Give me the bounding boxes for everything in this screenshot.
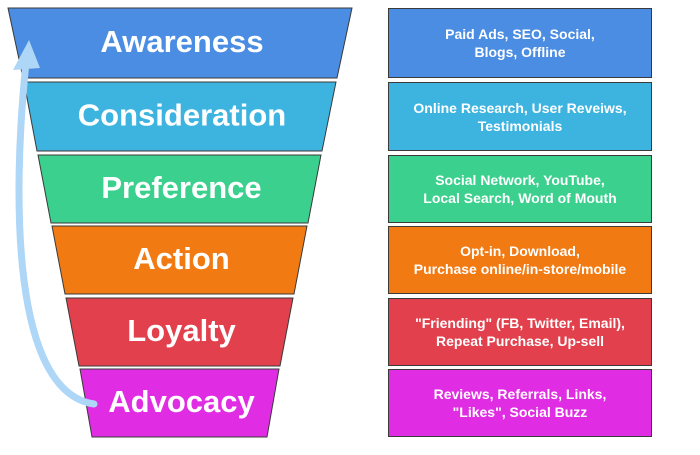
description-line: Reviews, Referrals, Links, bbox=[433, 386, 607, 402]
description-line: Local Search, Word of Mouth bbox=[423, 190, 617, 206]
description-line: "Likes", Social Buzz bbox=[452, 404, 588, 420]
arrowhead-icon bbox=[13, 40, 40, 70]
description-line: Blogs, Offline bbox=[474, 44, 566, 60]
description-box-preference: Social Network, YouTube, Local Search, Wo… bbox=[388, 155, 652, 223]
description-line: Paid Ads, SEO, Social, bbox=[445, 26, 595, 42]
description-line: Opt-in, Download, bbox=[460, 243, 580, 259]
description-box-advocacy: Reviews, Referrals, Links, "Likes", Socia… bbox=[388, 369, 652, 437]
description-box-action: Opt-in, Download, Purchase online/in-stor… bbox=[388, 226, 652, 294]
funnel-diagram: AwarenessConsiderationPreferenceActionLo… bbox=[7, 7, 353, 438]
funnel-stage-label-action: Action bbox=[133, 241, 229, 276]
description-line: Testimonials bbox=[477, 117, 563, 134]
description-line: Social Network, YouTube, bbox=[435, 172, 605, 188]
funnel-stage-consideration bbox=[23, 81, 337, 152]
description-line: Online Research, User Reveiws, bbox=[413, 99, 627, 116]
funnel-stage-awareness bbox=[7, 7, 353, 79]
description-box-awareness: Paid Ads, SEO, Social, Blogs, Offline bbox=[388, 8, 652, 78]
funnel-stage-label-loyalty: Loyalty bbox=[127, 313, 236, 348]
advocacy-to-awareness-arrow bbox=[15, 58, 98, 408]
description-line: Repeat Purchase, Up-sell bbox=[435, 333, 605, 349]
description-line: Purchase online/in-store/mobile bbox=[413, 261, 627, 277]
description-line: "Friending" (FB, Twitter, Email), bbox=[415, 315, 625, 331]
description-box-loyalty: "Friending" (FB, Twitter, Email), Repeat … bbox=[388, 298, 652, 366]
funnel-stage-loyalty bbox=[65, 297, 294, 367]
funnel-stage-label-awareness: Awareness bbox=[100, 24, 263, 59]
funnel-stage-action bbox=[51, 225, 308, 295]
funnel-stage-preference bbox=[37, 154, 322, 224]
funnel-stage-label-advocacy: Advocacy bbox=[108, 384, 255, 419]
funnel-stage-label-preference: Preference bbox=[101, 170, 261, 205]
funnel-stage-advocacy bbox=[79, 368, 280, 438]
funnel-stage-label-consideration: Consideration bbox=[78, 98, 286, 133]
description-box-consideration: Online Research, User Reveiws,Testimonia… bbox=[388, 82, 652, 151]
